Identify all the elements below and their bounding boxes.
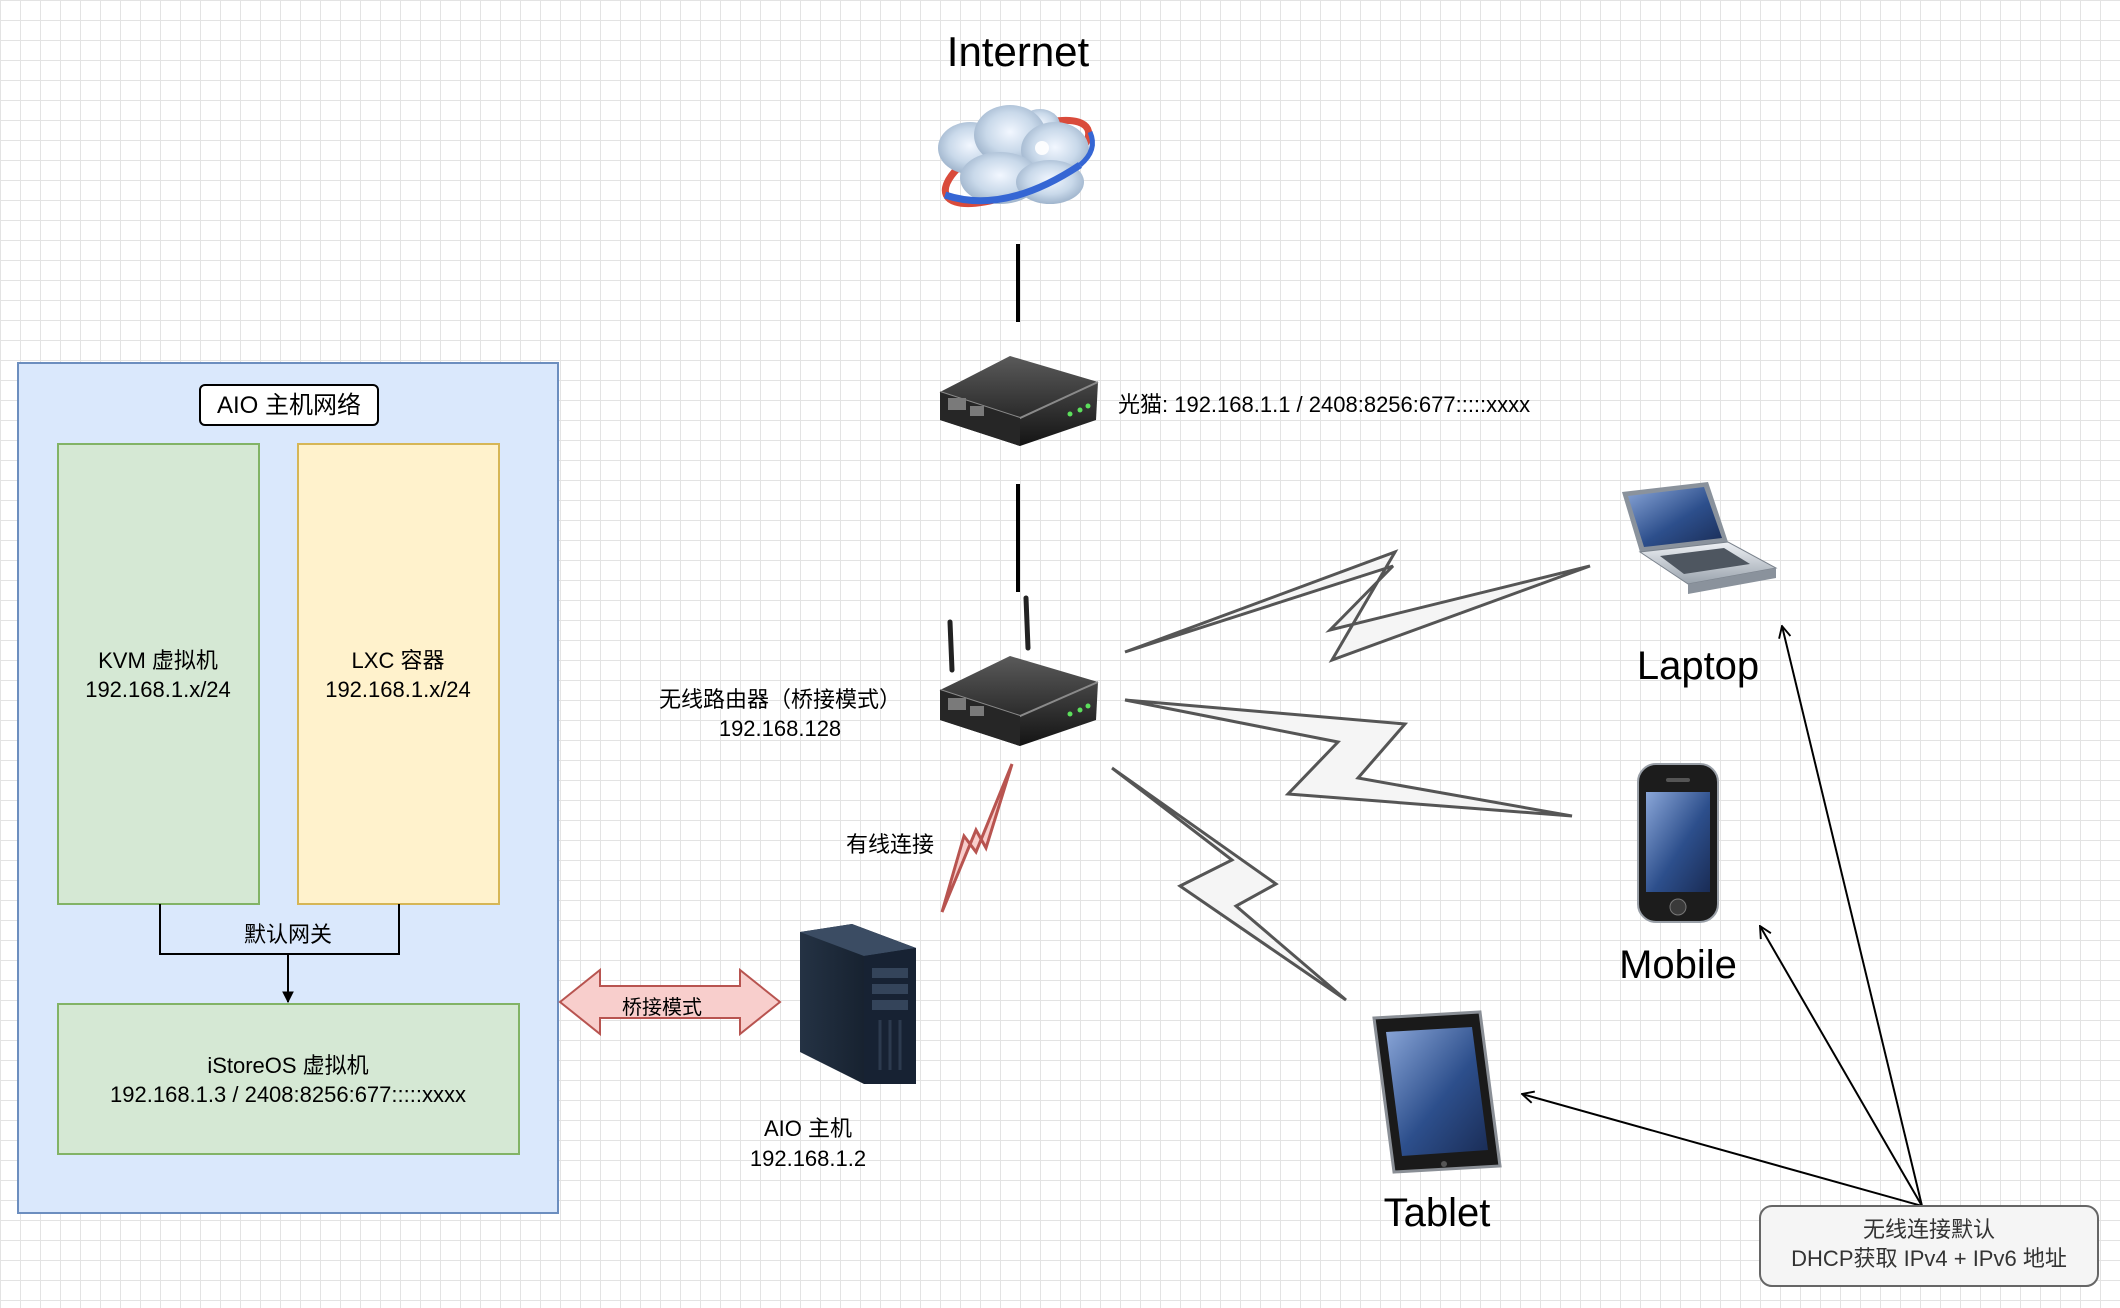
dhcp-arrow-mobile (1760, 926, 1923, 1207)
dhcp-note-box (1759, 1205, 2099, 1287)
aio-host-group: AIO 主机 192.168.1.2 (750, 924, 916, 1171)
wireless-link-laptop (1124, 549, 1591, 663)
tablet-icon (1372, 1010, 1502, 1174)
router-icon (939, 595, 1099, 746)
istoreos-vm-name: iStoreOS 虚拟机 (207, 1053, 368, 1078)
aio-network-title-box (199, 384, 379, 426)
modem-group: 光猫: 192.168.1.1 / 2408:8256:677:::::xxxx (939, 356, 1530, 446)
modem-icon (939, 356, 1099, 446)
router-group: 无线路由器（桥接模式） 192.168.128 (659, 595, 1099, 746)
mobile-group: Mobile (1619, 763, 1737, 987)
wireless-links (1111, 549, 1591, 1002)
aio-network-group: AIO 主机网络 KVM 虚拟机 192.168.1.x/24 LXC 容器 1… (17, 362, 559, 1214)
istoreos-vm-ip: 192.168.1.3 / 2408:8256:677:::::xxxx (110, 1082, 466, 1107)
kvm-vm-ip: 192.168.1.x/24 (85, 677, 231, 702)
tablet-label: Tablet (1384, 1191, 1491, 1235)
internet-group: Internet (938, 28, 1095, 208)
wired-link-bolt (940, 763, 1014, 913)
wireless-link-tablet (1111, 766, 1347, 1002)
server-icon (800, 924, 916, 1084)
gateway-connector (159, 904, 400, 955)
aio-host-name: AIO 主机 (764, 1116, 852, 1141)
mobile-icon (1637, 763, 1719, 923)
lxc-container-name: LXC 容器 (352, 648, 445, 673)
wired-link-group: 有线连接 (846, 763, 1014, 913)
bridge-label: 桥接模式 (622, 996, 702, 1019)
kvm-vm-box (57, 443, 260, 905)
bridge-double-arrow (558, 967, 782, 1037)
lxc-container-ip: 192.168.1.x/24 (325, 677, 471, 702)
dhcp-arrow-laptop (1782, 626, 1923, 1207)
aio-host-ip: 192.168.1.2 (750, 1146, 866, 1171)
router-name: 无线路由器（桥接模式） (659, 687, 901, 712)
bridge-arrow-group: 桥接模式 (558, 967, 782, 1037)
laptop-icon (1622, 482, 1778, 594)
gateway-label: 默认网关 (244, 922, 332, 947)
internet-label: Internet (947, 28, 1090, 75)
internet-cloud-icon (938, 105, 1095, 208)
dhcp-note-line2: DHCP获取 IPv4 + IPv6 地址 (1791, 1246, 2067, 1271)
tablet-group: Tablet (1372, 1010, 1502, 1235)
kvm-vm-name: KVM 虚拟机 (98, 648, 218, 673)
dhcp-arrow-tablet (1522, 1094, 1923, 1207)
laptop-group: Laptop (1622, 482, 1778, 688)
wireless-link-mobile (1124, 698, 1573, 818)
istoreos-vm-box (57, 1003, 520, 1155)
dhcp-note-line1: 无线连接默认 (1863, 1217, 1995, 1242)
modem-label: 光猫: 192.168.1.1 / 2408:8256:677:::::xxxx (1118, 392, 1530, 417)
mobile-label: Mobile (1619, 943, 1737, 987)
router-ip: 192.168.128 (719, 716, 841, 741)
dhcp-note-group: 无线连接默认 DHCP获取 IPv4 + IPv6 地址 (1522, 626, 2099, 1287)
laptop-label: Laptop (1637, 644, 1759, 688)
aio-network-title: AIO 主机网络 (217, 392, 361, 419)
lxc-container-box (297, 443, 500, 905)
wired-link-label: 有线连接 (846, 832, 934, 857)
